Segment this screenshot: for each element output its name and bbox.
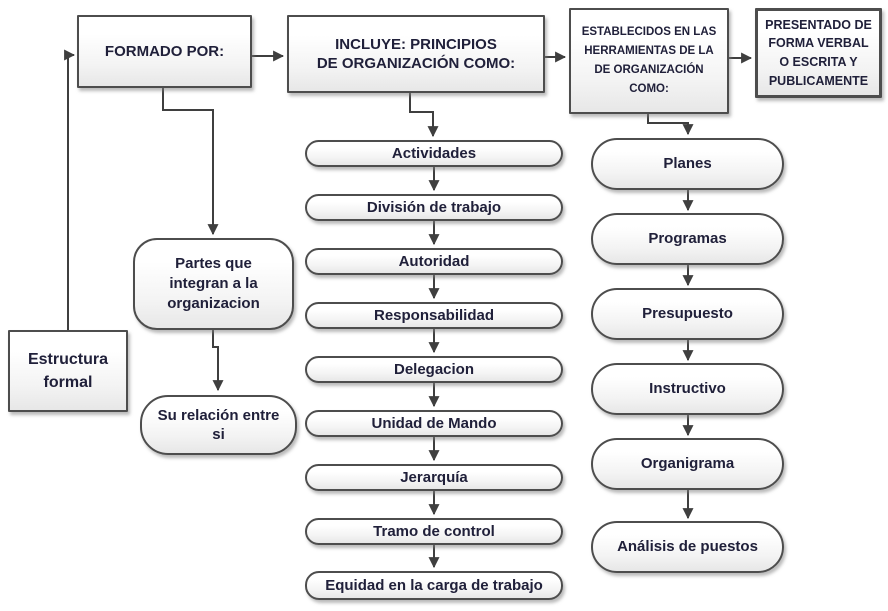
pill-jerarquia: Jerarquía <box>305 464 563 491</box>
pill-responsabilidad: Responsabilidad <box>305 302 563 329</box>
node-estructura-formal: Estructura formal <box>8 330 128 412</box>
node-presentado-forma: PRESENTADO DE FORMA VERBAL O ESCRITA Y P… <box>755 8 882 98</box>
pill-instructivo: Instructivo <box>591 363 784 415</box>
node-formado-por: FORMADO POR: <box>77 15 252 88</box>
pill-autoridad: Autoridad <box>305 248 563 275</box>
pill-equidad-carga: Equidad en la carga de trabajo <box>305 571 563 600</box>
pill-organigrama: Organigrama <box>591 438 784 490</box>
node-establecidos-herramientas: ESTABLECIDOS EN LAS HERRAMIENTAS DE LA D… <box>569 8 729 114</box>
pill-delegacion: Delegacion <box>305 356 563 383</box>
pill-programas: Programas <box>591 213 784 265</box>
pill-planes: Planes <box>591 138 784 190</box>
node-incluye-principios: INCLUYE: PRINCIPIOS DE ORGANIZACIÓN COMO… <box>287 15 545 93</box>
pill-actividades: Actividades <box>305 140 563 167</box>
pill-tramo-control: Tramo de control <box>305 518 563 545</box>
pill-division-trabajo: División de trabajo <box>305 194 563 221</box>
pill-presupuesto: Presupuesto <box>591 288 784 340</box>
pill-unidad-mando: Unidad de Mando <box>305 410 563 437</box>
pill-analisis-puestos: Análisis de puestos <box>591 521 784 573</box>
node-su-relacion: Su relación entre si <box>140 395 297 455</box>
node-partes-integran: Partes que integran a la organizacion <box>133 238 294 330</box>
